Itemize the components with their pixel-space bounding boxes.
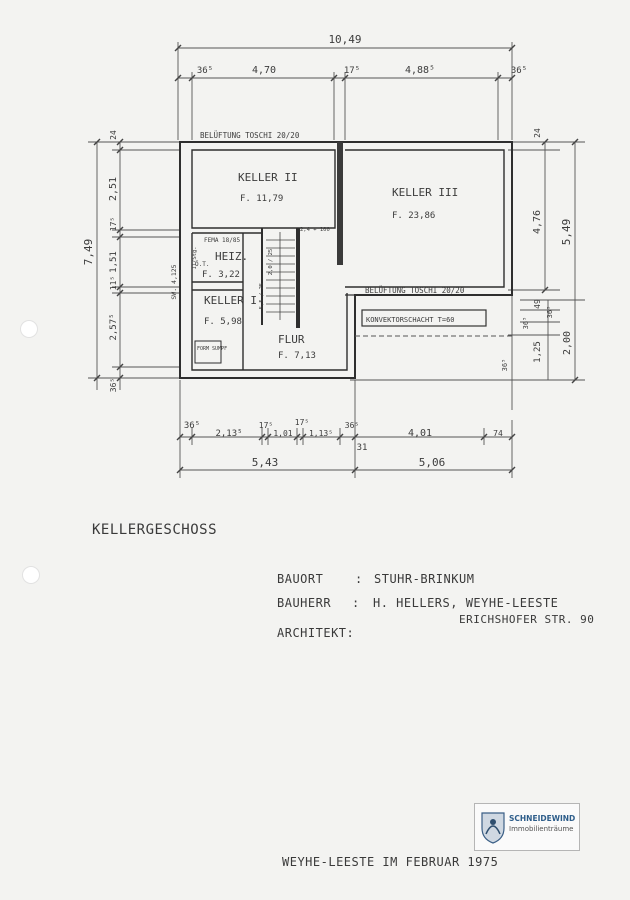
dim-top-2: 4,70	[252, 65, 276, 76]
sheet-title: KELLERGESCHOSS	[92, 522, 218, 538]
dim-bottom-total-2: 5,06	[419, 456, 446, 469]
note-sumpf: FORM SUMPF	[197, 346, 227, 352]
dim-bottom-total-1: 5,43	[252, 456, 279, 469]
dim-bottom-2: 2,13⁵	[215, 429, 242, 439]
bauherr-label: BAUHERR	[277, 596, 332, 610]
dim-bottom-7: 36⁵	[345, 421, 359, 430]
room-heiz-area: F. 3,22	[202, 270, 240, 280]
dim-left-1: 24	[109, 130, 118, 140]
note-rise: 5,5 / 25	[259, 283, 265, 310]
dim-left-7: 36⁵	[109, 378, 118, 392]
bauort-sep: :	[355, 572, 363, 586]
room-heiz-name: HEIZ.	[215, 250, 248, 263]
dim-right-lower-5: 36⁵	[546, 306, 554, 319]
dim-right-top: 24	[533, 128, 542, 138]
dim-total-width: 10,49	[328, 33, 361, 46]
dim-bottom-3: 17⁵	[259, 421, 273, 430]
room-keller-3-area: F. 23,86	[392, 211, 435, 221]
bauherr-sep: :	[352, 596, 360, 610]
dim-top-1: 36⁵	[197, 66, 213, 76]
bauherr-value: H. HELLERS, WEYHE-LEESTE	[373, 596, 559, 610]
dim-bottom-4: 1,01	[273, 429, 292, 438]
dim-right-inner: 4,76	[532, 210, 543, 234]
dim-left-3: 17⁵	[109, 217, 118, 231]
dim-right-lower-2: 1,25	[533, 341, 543, 363]
dim-bottom-9: 74	[493, 429, 503, 438]
note-stair: 11/Stg.	[192, 246, 198, 269]
note-sw-height: SW. 4,125	[170, 264, 178, 299]
bauherr-address: ERICHSHOFER STR. 90	[459, 613, 595, 626]
note-stair-small: 2,0 / 25	[268, 249, 274, 276]
footer-place-date: WEYHE-LEESTE IM FEBRUAR 1975	[282, 855, 499, 869]
dim-top-4: 4,88⁵	[405, 65, 435, 76]
dim-left-4: 1,51	[109, 251, 119, 273]
dim-bottom-extra: 31	[357, 443, 368, 453]
room-flur-name: FLUR	[278, 333, 305, 346]
note-fema: FEMA 18/85	[204, 237, 241, 244]
architekt-label: ARCHITEKT:	[277, 626, 355, 640]
room-keller-2-area: F. 11,79	[240, 194, 283, 204]
dim-right-step: 36⁵	[501, 359, 509, 372]
dim-right-lower-1: 2,00	[562, 331, 573, 355]
dim-bottom-8: 4,01	[408, 428, 432, 439]
logo-name: SCHNEIDEWIND	[509, 814, 576, 823]
room-flur-area: F. 7,13	[278, 351, 316, 361]
room-keller-1-name: KELLER I	[204, 294, 257, 307]
dim-top-3: 17⁵	[344, 66, 360, 76]
dim-bottom-6: 1,13⁵	[309, 429, 333, 438]
note-oet: Ö.T.	[195, 261, 209, 268]
crest-icon	[481, 812, 505, 844]
vent-label-top: BELÜFTUNG TOSCHI 20/20	[200, 131, 300, 140]
dim-left-6: 2,57⁵	[109, 313, 119, 340]
vent-label-mid: BELÜFTUNG TOSCHI 20/20	[365, 286, 465, 295]
konvektor-label: KONVEKTORSCHACHT T=60	[366, 316, 455, 324]
logo-sub: Immobilienträume	[509, 825, 574, 833]
company-logo: SCHNEIDEWIND Immobilienträume	[474, 803, 580, 851]
punch-hole-top	[20, 320, 38, 338]
dim-left-5: 11⁵	[109, 276, 118, 290]
dim-right-lower-3: 36⁵	[522, 317, 530, 330]
punch-hole-bottom	[22, 566, 40, 584]
dim-left-total: 7,49	[82, 239, 95, 266]
note-top-stair: 2,4 + 100	[300, 227, 330, 233]
room-keller-2-name: KELLER II	[238, 171, 298, 184]
bauort-label: BAUORT	[277, 572, 324, 586]
room-keller-3-name: KELLER III	[392, 186, 458, 199]
bauort-value: STUHR-BRINKUM	[374, 572, 475, 586]
room-keller-1-area: F. 5,98	[204, 317, 242, 327]
dim-bottom-1: 36⁵	[184, 421, 200, 431]
dim-right-lower-4: 49	[533, 299, 542, 309]
dim-bottom-5: 17⁵	[295, 418, 309, 427]
dim-top-5: 36⁵	[511, 66, 527, 76]
dim-left-2: 2,51	[108, 177, 119, 201]
dim-right-outer: 5,49	[560, 219, 573, 246]
